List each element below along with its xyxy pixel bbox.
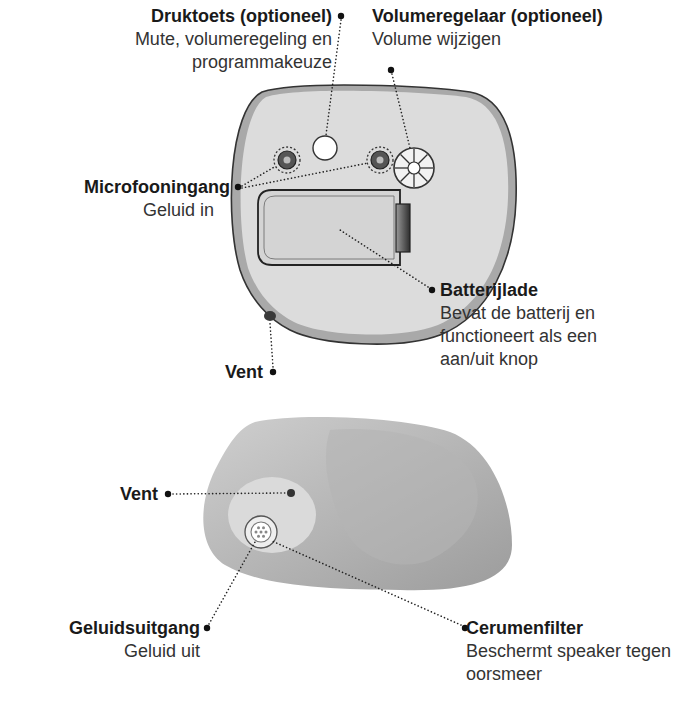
- part-name: Druktoets (optioneel): [92, 5, 332, 28]
- part-name: Geluidsuitgang: [5, 617, 200, 640]
- part-name: Batterijlade: [440, 279, 640, 302]
- push-button: [313, 136, 337, 160]
- vent-opening: [287, 489, 295, 497]
- part-description: Geluid uit: [5, 640, 200, 663]
- leader-dots: [165, 13, 468, 631]
- battery-drawer: [258, 190, 410, 265]
- volume-wheel: [394, 148, 434, 188]
- part-description: Beschermt speaker tegen oorsmeer: [466, 640, 678, 686]
- leader-lines: [173, 20, 461, 625]
- part-name: Vent: [58, 483, 158, 506]
- part-name: Vent: [163, 361, 263, 384]
- vent-opening: [264, 311, 276, 321]
- hearing-aid-shell: [203, 417, 512, 590]
- part-description: Volume wijzigen: [372, 28, 672, 51]
- part-name: Volumeregelaar (optioneel): [372, 5, 672, 28]
- part-name: Microfooningang: [5, 176, 230, 199]
- part-description: Mute, volumeregeling en programmakeuze: [92, 28, 332, 74]
- part-name: Cerumenfilter: [466, 617, 678, 640]
- part-description: Bevat de batterij en functioneert als ee…: [440, 302, 640, 371]
- part-description: Geluid in: [14, 199, 214, 222]
- sound-outlet: [245, 516, 277, 548]
